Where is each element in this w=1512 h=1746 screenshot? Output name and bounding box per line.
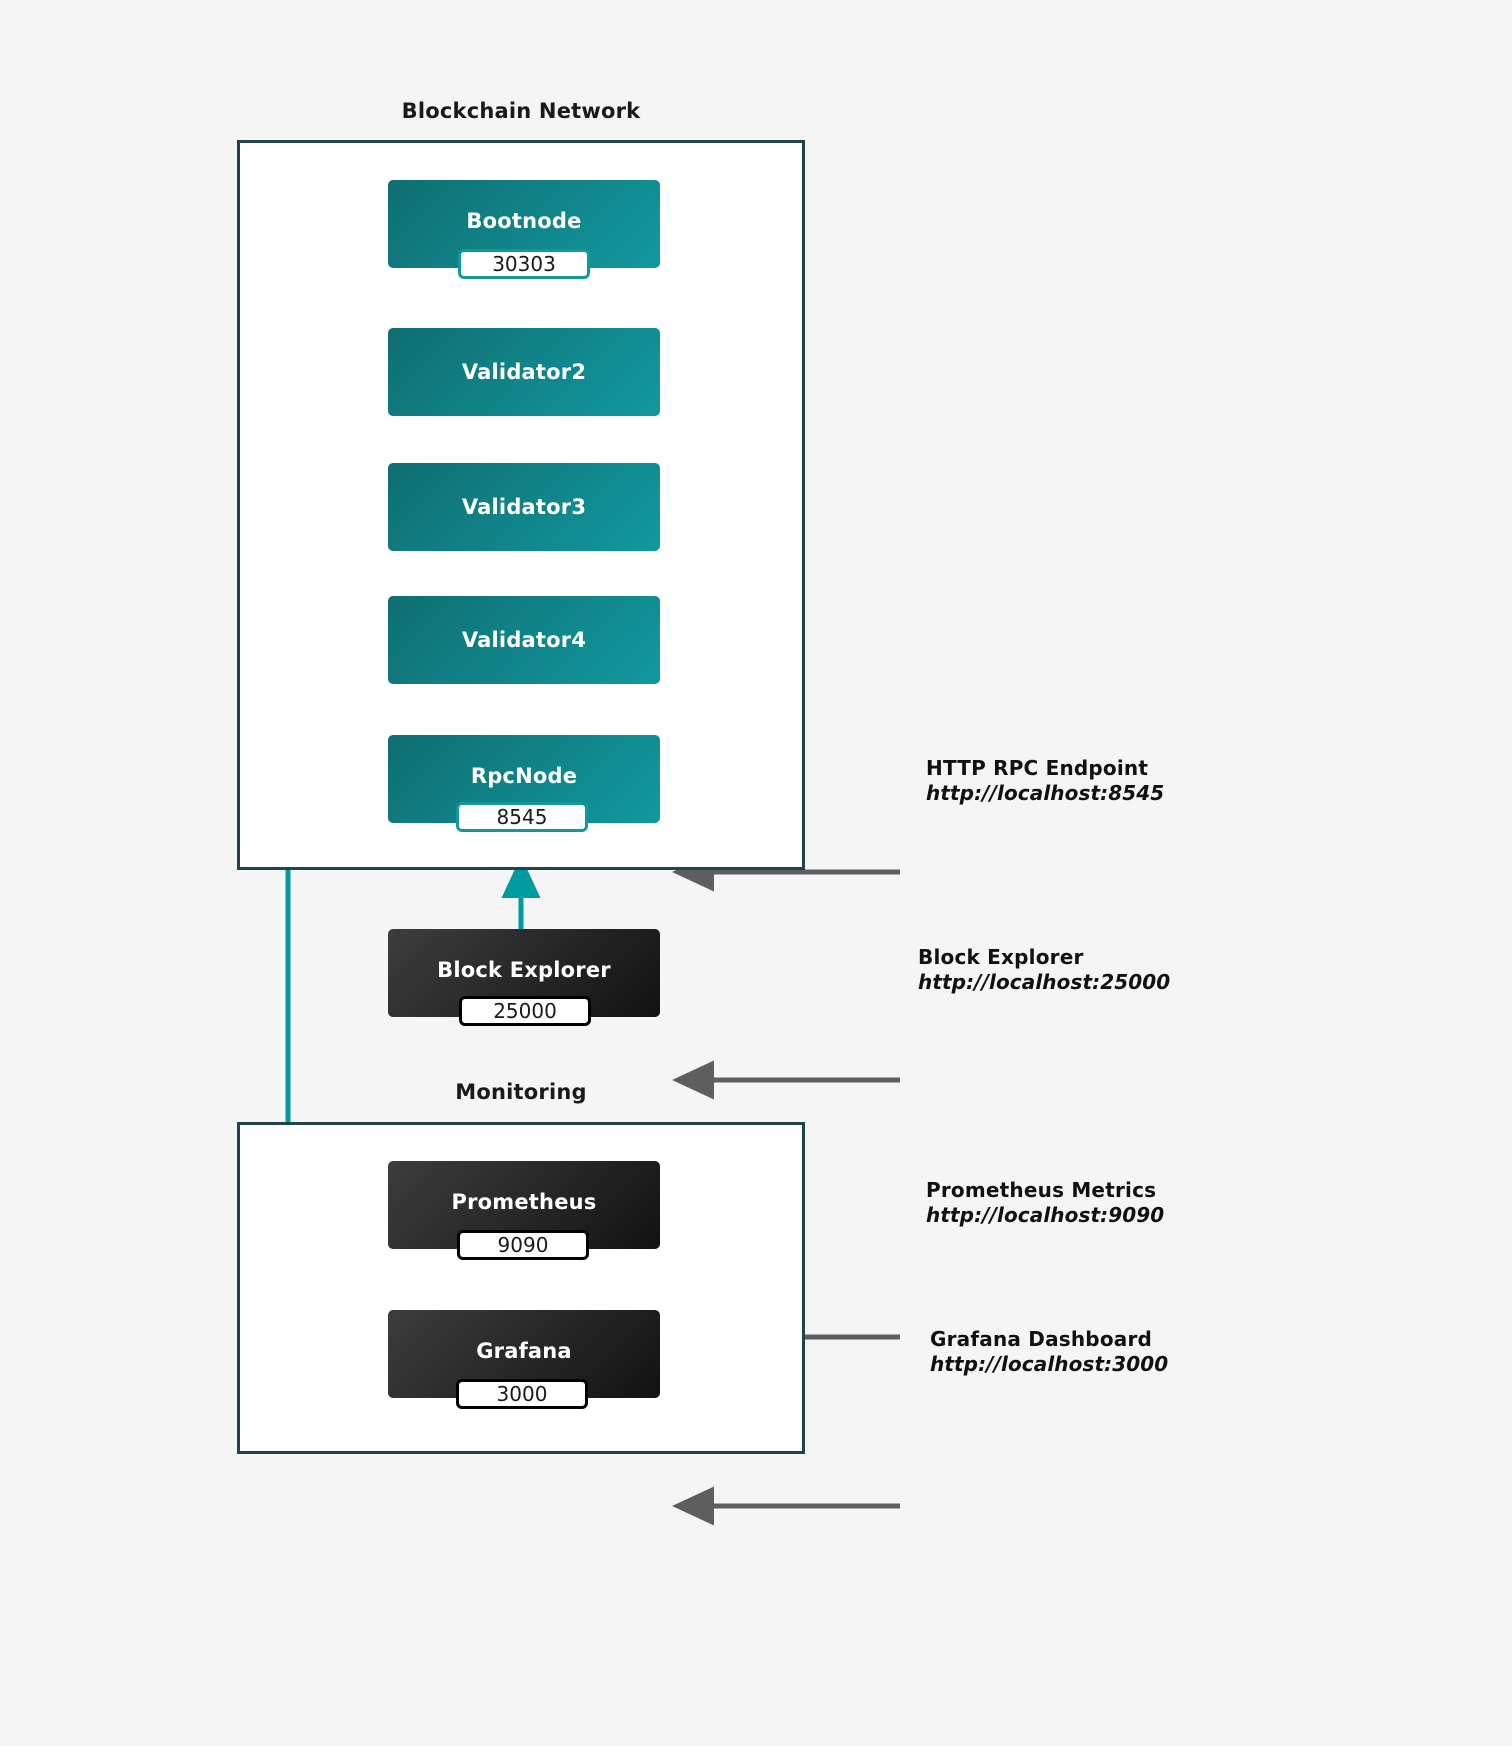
node-validator4[interactable]: Validator4 <box>388 596 660 684</box>
port-badge-prometheus: 9090 <box>457 1230 589 1260</box>
node-rpcnode-label: RpcNode <box>470 764 578 788</box>
node-validator4-label: Validator4 <box>461 628 587 652</box>
node-grafana-label: Grafana <box>476 1339 572 1363</box>
annotation-rpc-title: HTTP RPC Endpoint <box>926 756 1149 780</box>
node-prometheus[interactable]: Prometheus <box>388 1161 660 1249</box>
port-badge-rpcnode: 8545 <box>456 802 588 832</box>
annotation-prometheus-metrics: Prometheus Metrics http://localhost:9090 <box>926 1178 1165 1228</box>
annotation-rpc-endpoint: HTTP RPC Endpoint http://localhost:8545 <box>926 756 1165 806</box>
port-badge-grafana: 3000 <box>456 1379 588 1409</box>
annotation-block-explorer: Block Explorer http://localhost:25000 <box>918 945 1171 995</box>
annotation-rpc-url[interactable]: http://localhost:8545 <box>926 780 1165 805</box>
annotation-grafana-title: Grafana Dashboard <box>930 1327 1153 1351</box>
node-validator2[interactable]: Validator2 <box>388 328 660 416</box>
node-validator2-label: Validator2 <box>461 360 587 384</box>
annotation-prometheus-title: Prometheus Metrics <box>926 1178 1157 1202</box>
node-prometheus-label: Prometheus <box>451 1190 597 1214</box>
annotation-explorer-title: Block Explorer <box>918 945 1084 969</box>
cluster-title-blockchain: Blockchain Network <box>401 99 641 123</box>
annotation-explorer-url[interactable]: http://localhost:25000 <box>918 969 1171 994</box>
cluster-title-monitoring: Monitoring <box>455 1080 587 1104</box>
annotation-prometheus-url[interactable]: http://localhost:9090 <box>926 1202 1165 1227</box>
port-badge-block-explorer: 25000 <box>459 996 591 1026</box>
port-badge-bootnode: 30303 <box>458 249 590 279</box>
node-validator3-label: Validator3 <box>461 495 587 519</box>
annotation-grafana-dashboard: Grafana Dashboard http://localhost:3000 <box>930 1327 1169 1377</box>
annotation-grafana-url[interactable]: http://localhost:3000 <box>930 1351 1169 1376</box>
node-block-explorer-label: Block Explorer <box>437 958 611 982</box>
node-bootnode-label: Bootnode <box>466 209 582 233</box>
node-validator3[interactable]: Validator3 <box>388 463 660 551</box>
